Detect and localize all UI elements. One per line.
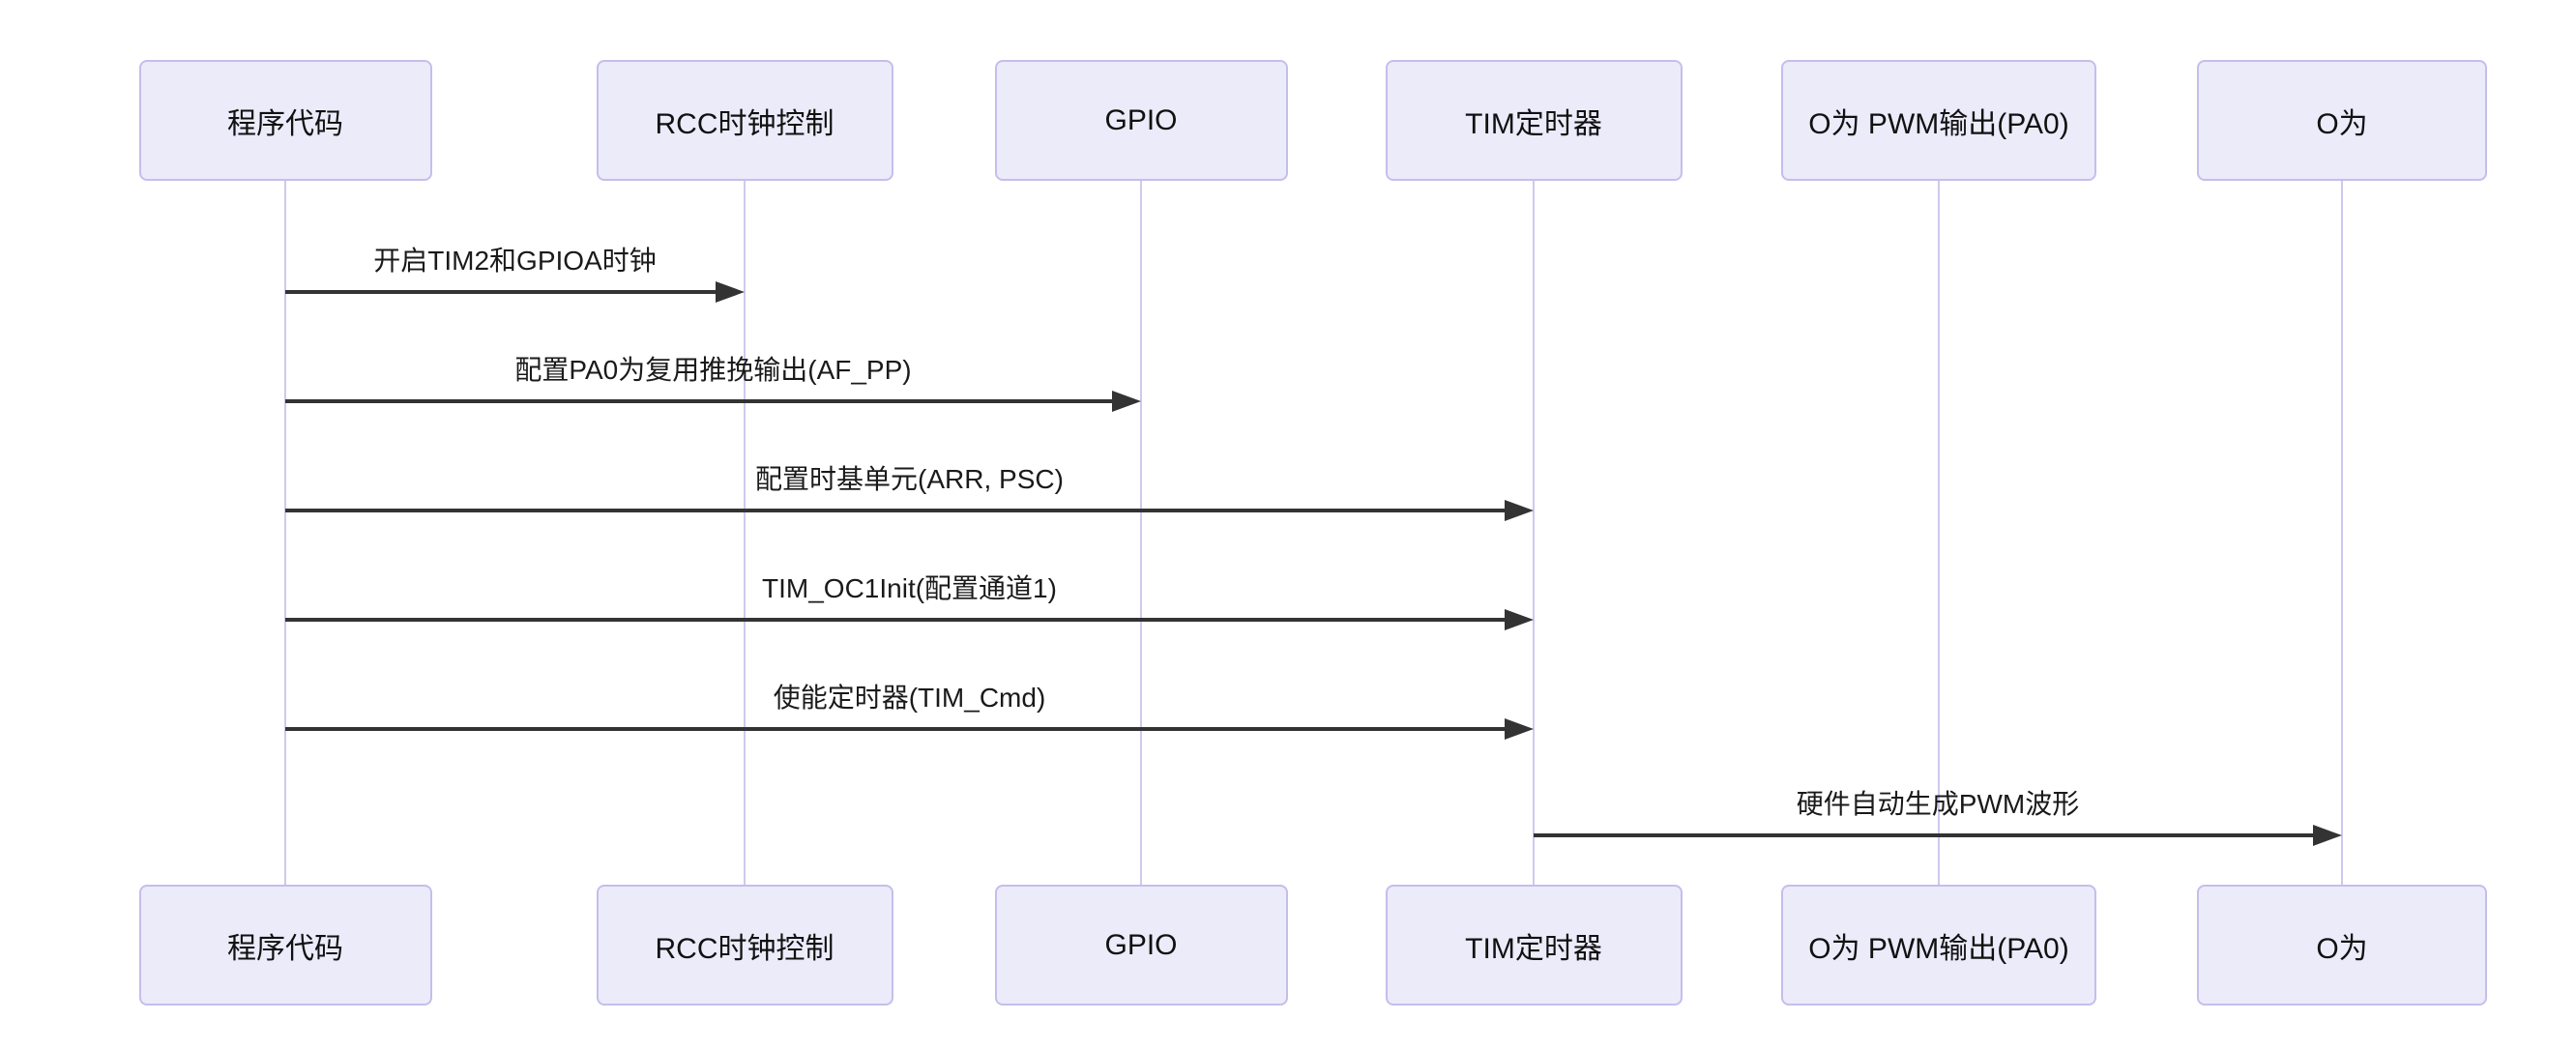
message-arrowhead-icon-3 bbox=[1505, 609, 1534, 630]
actor-label: O为 bbox=[2316, 932, 2368, 965]
actor-label: O为 PWM输出(PA0) bbox=[1808, 107, 2069, 140]
message-arrowhead-icon-1 bbox=[1112, 391, 1141, 412]
message-arrow-line-4 bbox=[285, 727, 1510, 731]
lifeline-gpio bbox=[1140, 181, 1142, 885]
message-arrow-line-3 bbox=[285, 618, 1510, 622]
actor-label: O为 bbox=[2316, 107, 2368, 140]
lifeline-o-wei bbox=[2341, 181, 2343, 885]
message-arrow-line-1 bbox=[285, 399, 1118, 403]
actor-top-tim-timer: TIM定时器 bbox=[1385, 60, 1683, 181]
actor-bottom-program-code: 程序代码 bbox=[138, 885, 432, 1006]
actor-bottom-o-wei: O为 bbox=[2197, 885, 2487, 1006]
message-label-1: 配置PA0为复用推挽输出(AF_PP) bbox=[514, 355, 912, 385]
actor-label: 程序代码 bbox=[227, 932, 343, 965]
actor-top-o-wei: O为 bbox=[2197, 60, 2487, 181]
message-arrow-line-0 bbox=[285, 290, 721, 294]
actor-top-gpio: GPIO bbox=[994, 60, 1288, 181]
actor-label: TIM定时器 bbox=[1465, 107, 1602, 140]
actor-bottom-rcc-clock: RCC时钟控制 bbox=[596, 885, 893, 1006]
actor-label: RCC时钟控制 bbox=[655, 932, 834, 965]
actor-label: TIM定时器 bbox=[1465, 932, 1602, 965]
actor-label: O为 PWM输出(PA0) bbox=[1808, 932, 2069, 965]
lifeline-tim-timer bbox=[1533, 181, 1535, 885]
message-arrowhead-icon-4 bbox=[1505, 718, 1534, 740]
actor-label: GPIO bbox=[1104, 928, 1178, 961]
actor-label: RCC时钟控制 bbox=[655, 107, 834, 140]
actor-top-program-code: 程序代码 bbox=[138, 60, 432, 181]
lifeline-rcc-clock bbox=[744, 181, 746, 885]
message-label-4: 使能定时器(TIM_Cmd) bbox=[773, 683, 1046, 713]
actor-top-pwm-output: O为 PWM输出(PA0) bbox=[1781, 60, 2096, 181]
lifeline-program-code bbox=[284, 181, 286, 885]
actor-bottom-gpio: GPIO bbox=[994, 885, 1288, 1006]
actor-label: GPIO bbox=[1104, 103, 1178, 136]
message-arrowhead-icon-0 bbox=[716, 281, 745, 303]
message-arrow-line-2 bbox=[285, 509, 1510, 512]
lifeline-pwm-output bbox=[1938, 181, 1940, 885]
message-label-2: 配置时基单元(ARR, PSC) bbox=[755, 464, 1064, 494]
message-label-5: 硬件自动生成PWM波形 bbox=[1796, 789, 2080, 819]
actor-bottom-tim-timer: TIM定时器 bbox=[1385, 885, 1683, 1006]
message-label-0: 开启TIM2和GPIOA时钟 bbox=[373, 246, 657, 276]
message-arrow-line-5 bbox=[1534, 833, 2319, 837]
actor-top-rcc-clock: RCC时钟控制 bbox=[596, 60, 893, 181]
actor-label: 程序代码 bbox=[227, 107, 343, 140]
message-arrowhead-icon-2 bbox=[1505, 500, 1534, 521]
message-arrowhead-icon-5 bbox=[2313, 825, 2342, 846]
actor-bottom-pwm-output: O为 PWM输出(PA0) bbox=[1781, 885, 2096, 1006]
message-label-3: TIM_OC1Init(配置通道1) bbox=[762, 573, 1057, 603]
